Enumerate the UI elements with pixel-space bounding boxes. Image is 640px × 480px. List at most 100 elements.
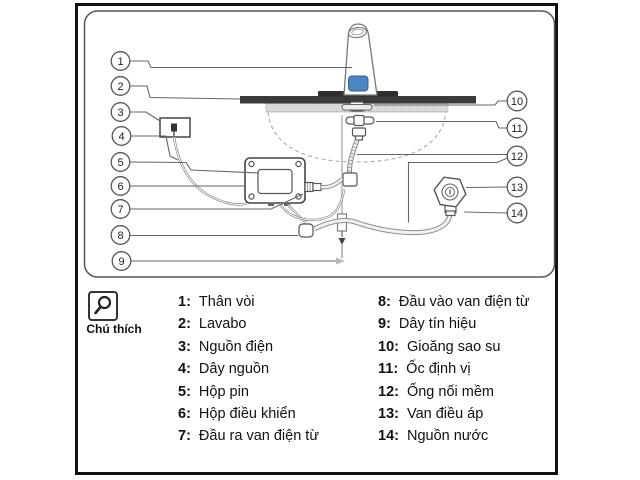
leader-lines [130, 60, 508, 265]
countertop-bar [240, 96, 476, 104]
pressure-valve [433, 176, 467, 217]
callout-5-num: 5 [117, 157, 123, 169]
legend-num: 4: [178, 361, 191, 378]
cable-gland [268, 202, 274, 206]
callout-9-num: 9 [118, 256, 124, 268]
leader-1 [130, 60, 352, 69]
legend-num: 7: [178, 428, 191, 445]
callout-4 [111, 126, 132, 146]
valve-outlet-connector [304, 181, 314, 193]
screw-icon [295, 160, 302, 168]
magnifier-icon [94, 295, 112, 315]
leader-14 [463, 211, 508, 214]
legend-num: 12: [378, 383, 399, 400]
legend-num: 10: [378, 338, 399, 355]
legend-item-14: 14:Nguồn nước [378, 425, 530, 447]
legend-item-7: 7: Đầu ra van điện từ [178, 425, 319, 447]
leader-3 [130, 111, 161, 122]
legend-num: 5: [178, 383, 191, 400]
callout-6 [110, 176, 131, 196]
callout-4-num: 4 [118, 131, 124, 143]
solenoid-inlet-elbow [298, 223, 314, 238]
leader-13 [465, 186, 508, 189]
leader-2 [130, 85, 241, 100]
outer-frame [75, 3, 558, 475]
legend-item-2: 2: Lavabo [178, 313, 319, 335]
valve-stem-nut [445, 210, 456, 217]
legend-label: Thân vòi [198, 294, 255, 310]
legend-label: Đầu ra van điện từ [198, 428, 320, 445]
callout-12 [506, 145, 528, 167]
callout-13-num: 13 [511, 182, 523, 194]
faucet-sensor-window [348, 75, 369, 92]
screw-icon [248, 193, 255, 200]
leader-12b [407, 157, 508, 223]
power-plug [171, 123, 177, 132]
callout-14 [506, 202, 528, 224]
legend-num: 2: [178, 316, 191, 333]
leader-5 [130, 161, 260, 174]
leader-10 [374, 100, 508, 106]
mounting-hardware [341, 101, 375, 141]
legend-label: Hộp pin [198, 383, 249, 400]
control-box [244, 157, 322, 206]
legend-label: Gioăng sao su [406, 338, 501, 355]
hose-coupling [351, 127, 367, 137]
callout-8 [110, 225, 131, 245]
faucet-illustration [343, 23, 378, 96]
legend-label: Ốc định vị [406, 361, 471, 378]
callout-8-num: 8 [117, 230, 123, 242]
legend-label: Van điều áp [406, 405, 484, 422]
leader-9-arrow [336, 257, 345, 265]
callout-7-num: 7 [117, 204, 123, 216]
callout-3-num: 3 [117, 107, 123, 119]
callout-14-num: 14 [511, 208, 523, 220]
legend-num: 11: [378, 361, 399, 378]
legend-label: Nguồn nước [406, 428, 489, 445]
legend-item-9: 9:Dây tín hiệu [378, 313, 530, 335]
legend-num: 13: [378, 405, 399, 422]
leader-11 [376, 120, 508, 129]
callout-1 [110, 51, 131, 71]
callout-10-num: 10 [511, 96, 523, 108]
legend-item-6: 6:Hộp điều khiển [178, 403, 319, 425]
faucet-hose-braid [347, 139, 359, 174]
legend-item-13: 13: Van điều áp [378, 403, 530, 425]
legend-label: Lavabo [198, 316, 247, 333]
callout-11-num: 11 [511, 123, 522, 135]
callout-11 [506, 117, 528, 139]
callout-2-num: 2 [117, 81, 123, 93]
legend-num: 9: [378, 316, 391, 333]
callout-1-num: 1 [117, 56, 123, 68]
hose-union-fitting [342, 172, 358, 187]
legend-item-4: 4: Dây nguồn [178, 358, 319, 380]
leader-7 [130, 193, 304, 210]
supply-hose-core [313, 213, 452, 235]
legend-item-5: 5: Hộp pin [178, 381, 319, 403]
callout-10 [506, 90, 528, 112]
callout-7 [110, 199, 131, 219]
callout-9 [111, 251, 132, 271]
legend-column-right: 8:Đầu vào van điện từ 9:Dây tín hiệu 10:… [378, 291, 530, 448]
legend-num: 1: [178, 294, 191, 310]
diagram-panel [83, 10, 556, 278]
legend-num: 3: [178, 338, 191, 355]
battery-compartment [257, 168, 293, 195]
screw-icon [248, 160, 255, 168]
sensor-wire-core [279, 188, 345, 221]
valve-outlet-nut [312, 182, 322, 192]
sink-bowl-dashed-outline [267, 111, 447, 163]
power-supply [159, 117, 191, 138]
legend-item-8: 8:Đầu vào van điện từ [378, 291, 530, 313]
legend-label: Dây nguồn [198, 361, 270, 378]
legend-item-3: 3:Nguồn điện [178, 336, 319, 358]
legend-label: Hộp điều khiển [198, 405, 296, 422]
legend-item-11: 11: Ốc định vị [378, 358, 530, 380]
power-cord-core [173, 136, 248, 205]
legend-item-1: 1: Thân vòi [178, 291, 319, 313]
down-arrow [338, 238, 346, 245]
leader-4 [131, 135, 179, 161]
legend-label: Đầu vào van điện từ [398, 294, 530, 310]
callout-6-num: 6 [117, 181, 123, 193]
